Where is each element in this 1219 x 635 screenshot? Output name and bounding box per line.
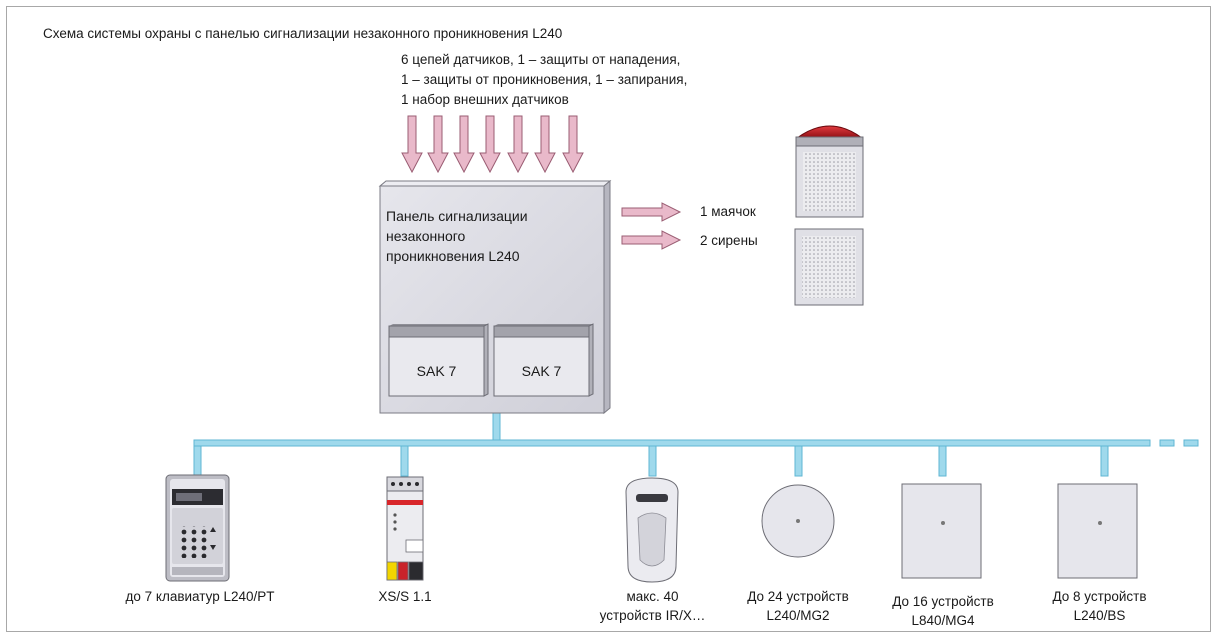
square-detector-mg4-caption-line-2: L840/MG4 (911, 613, 975, 628)
input-arrow (479, 115, 501, 174)
output-arrow-sirens (621, 230, 682, 250)
diagram-frame (6, 6, 1211, 632)
motion-detector-caption-line-1: макс. 40 (626, 589, 679, 604)
keypad-caption: до 7 клавиатур L240/PT (125, 589, 275, 604)
square-detector-bs-caption-line-2: L240/BS (1073, 608, 1126, 623)
diagram-title: Схема системы охраны с панелью сигнализа… (43, 26, 563, 41)
inputs-note-line-3: 1 набор внешних датчиков (401, 92, 569, 107)
alarm-panel (378, 179, 612, 415)
motion-detector-caption-line-2: устройств IR/X… (599, 608, 706, 623)
sak-module-2 (493, 323, 594, 397)
square-detector-bs-device (1057, 483, 1138, 579)
inputs-note-line-2: 1 – защиты от проникновения, 1 – запиран… (401, 72, 688, 87)
input-arrow (427, 115, 449, 174)
bus-line (193, 409, 1199, 477)
round-detector-caption-line-2: L240/MG2 (766, 608, 830, 623)
din-module-caption: XS/S 1.1 (378, 589, 432, 604)
keypad-device (165, 474, 230, 582)
sak-module-1 (388, 323, 489, 397)
inputs-note-line-1: 6 цепей датчиков, 1 – защиты от нападени… (401, 52, 681, 67)
panel-label-line-2: незаконного (386, 228, 466, 244)
input-arrow (534, 115, 556, 174)
square-detector-mg4-device (901, 483, 982, 579)
input-arrow (562, 115, 584, 174)
input-arrow (507, 115, 529, 174)
siren-device (794, 228, 864, 306)
sak-module-1-label: SAK 7 (416, 363, 457, 379)
input-arrow (401, 115, 423, 174)
motion-detector-device (625, 477, 679, 583)
beacon-output-label: 1 маячок (700, 204, 756, 219)
panel-label-line-3: проникновения L240 (386, 248, 520, 264)
sirens-output-label: 2 сирены (700, 233, 758, 248)
output-arrow-beacon (621, 202, 682, 222)
input-arrow (453, 115, 475, 174)
din-module-device (386, 476, 424, 581)
input-arrows (401, 115, 584, 174)
square-detector-bs-caption-line-1: До 8 устройств (1052, 589, 1147, 604)
panel-label-line-1: Панель сигнализации (386, 208, 528, 224)
round-detector-caption-line-1: До 24 устройств (747, 589, 849, 604)
round-detector-device (761, 484, 835, 558)
beacon-device (795, 125, 864, 218)
square-detector-mg4-caption-line-1: До 16 устройств (892, 594, 994, 609)
sak-module-2-label: SAK 7 (521, 363, 562, 379)
